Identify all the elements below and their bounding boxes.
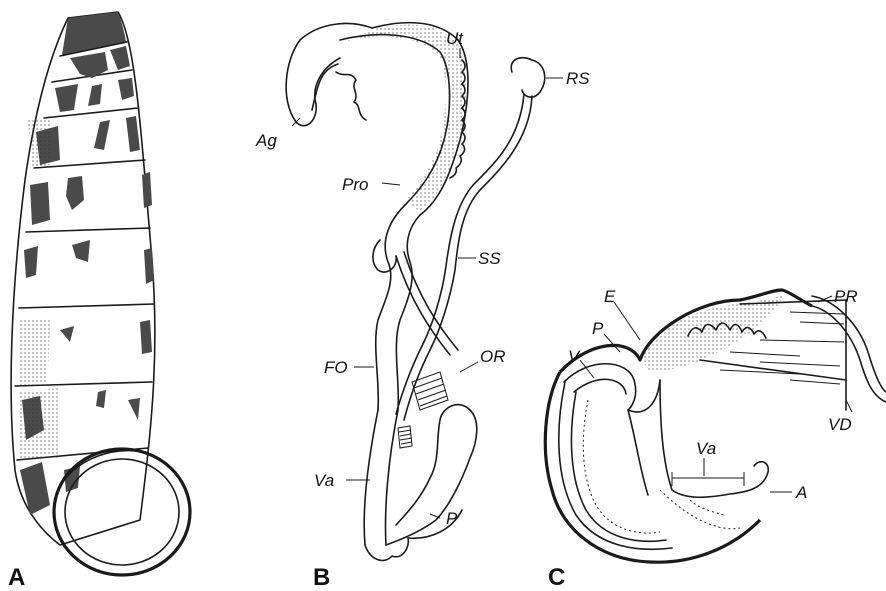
label-pr: PR (834, 287, 858, 306)
label-ss: SS (478, 249, 501, 268)
label-v: V (568, 347, 581, 366)
label-pro: Pro (342, 175, 368, 194)
label-e: E (604, 287, 616, 306)
label-p-b: P (446, 509, 458, 528)
shell-drawing (11, 12, 190, 575)
label-rs: RS (566, 69, 590, 88)
label-a: A (795, 483, 807, 502)
panel-label-c: C (548, 564, 565, 591)
label-va-c: Va (696, 439, 716, 458)
label-va-b: Va (314, 471, 334, 490)
panel-label-b: B (313, 564, 330, 591)
label-ag: Ag (255, 131, 277, 150)
label-ut: Ut (446, 29, 464, 48)
label-vd: VD (828, 415, 852, 434)
panel-label-a: A (8, 564, 25, 591)
label-fo: FO (324, 358, 348, 377)
label-or: OR (480, 347, 506, 366)
label-p-c: P (592, 319, 604, 338)
